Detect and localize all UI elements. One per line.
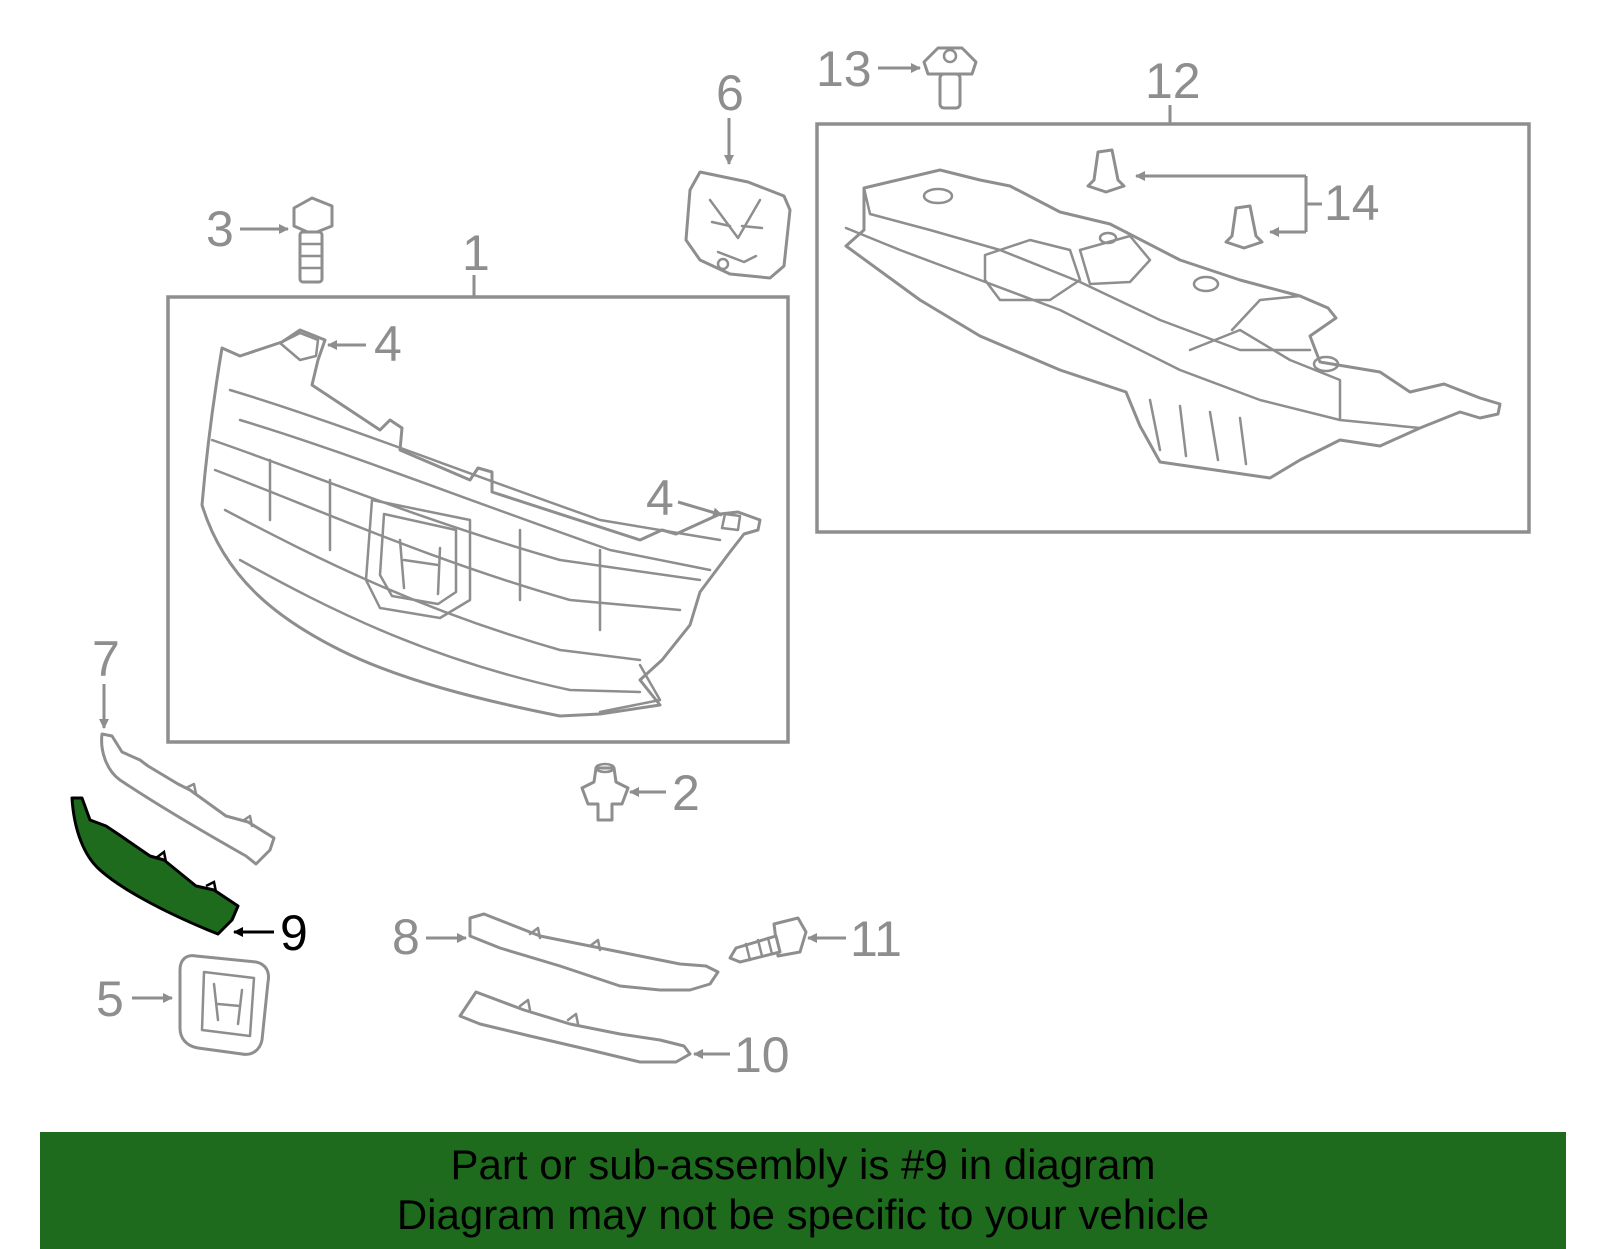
callout-12: 12 <box>1145 53 1201 109</box>
callout-14: 14 <box>1324 175 1380 231</box>
clip-part-14-a <box>1086 148 1126 194</box>
grille-assembly-box <box>166 295 790 744</box>
info-banner: Part or sub-assembly is #9 in diagram Di… <box>40 1132 1566 1249</box>
callout-5: 5 <box>96 971 124 1027</box>
callout-3: 3 <box>206 201 234 257</box>
molding-part-8 <box>468 912 720 992</box>
banner-line-1: Part or sub-assembly is #9 in diagram <box>450 1141 1156 1188</box>
bolt-part-11 <box>728 916 808 964</box>
callout-10: 10 <box>734 1027 790 1083</box>
callout-2: 2 <box>672 765 700 821</box>
clip-part-14-b <box>1224 204 1264 250</box>
callout-7: 7 <box>92 631 120 687</box>
callout-9: 9 <box>280 905 308 961</box>
molding-part-7 <box>100 732 276 866</box>
callout-1: 1 <box>462 225 490 281</box>
molding-part-9-highlighted <box>70 796 240 936</box>
upper-cover-box <box>815 122 1531 534</box>
grille-assembly <box>200 328 762 718</box>
banner-line-2: Diagram may not be specific to your vehi… <box>396 1191 1210 1238</box>
callout-4-top: 4 <box>374 316 402 372</box>
callout-13: 13 <box>816 41 872 97</box>
callout-6: 6 <box>716 65 744 121</box>
bracket-part-6 <box>684 170 792 280</box>
molding-part-10 <box>458 990 692 1064</box>
bolt-part-3 <box>292 196 334 284</box>
clip-part-2 <box>580 762 630 822</box>
clip-part-13 <box>922 46 978 110</box>
upper-cover <box>844 168 1502 480</box>
emblem-part-5 <box>178 954 270 1056</box>
callout-4-right: 4 <box>646 470 674 526</box>
callout-11: 11 <box>850 911 902 967</box>
callout-8: 8 <box>392 909 420 965</box>
